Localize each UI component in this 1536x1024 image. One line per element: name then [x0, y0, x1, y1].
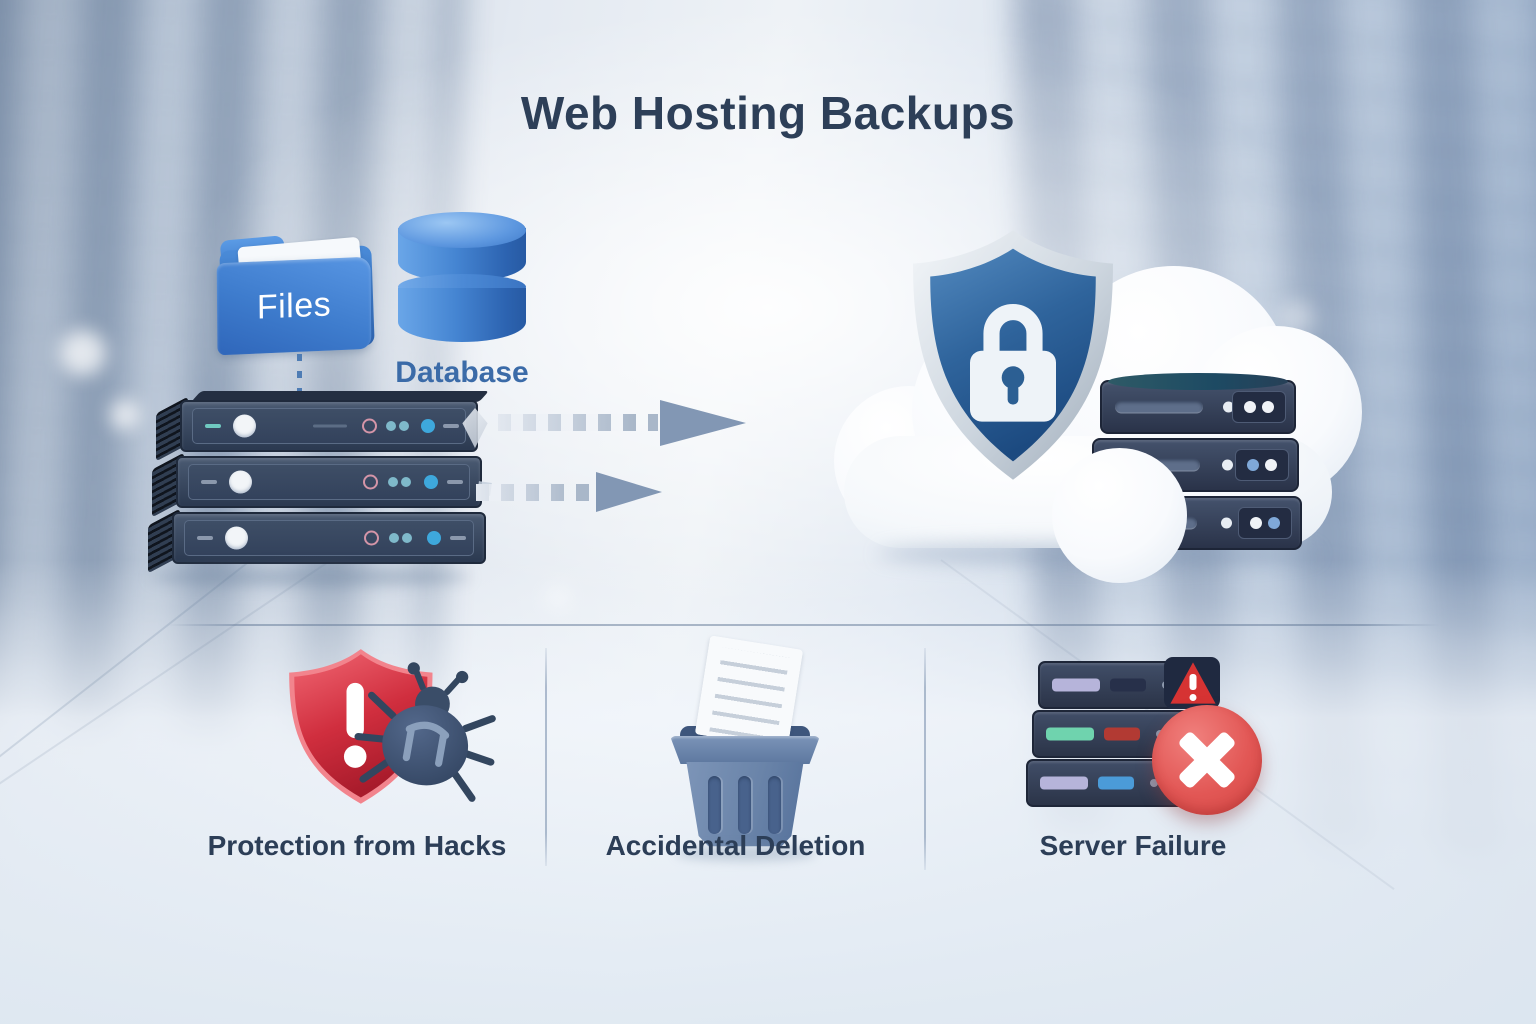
bug-icon	[354, 662, 496, 802]
drive-slot	[312, 424, 347, 428]
backup-server-unit	[1100, 373, 1296, 434]
network-led	[421, 419, 436, 433]
source-server-stack-icon	[148, 390, 489, 576]
arrow-dashes	[498, 414, 658, 431]
trash-shadow	[676, 846, 816, 861]
power-button	[229, 470, 252, 494]
led-pair	[389, 533, 413, 543]
indicator-ring	[361, 418, 377, 434]
status-led	[1221, 459, 1233, 471]
backup-arrow-bottom	[476, 472, 666, 512]
feature-label-deletion: Accidental Deletion	[605, 830, 866, 861]
vent-dash	[197, 536, 213, 540]
trash-slot	[738, 776, 751, 834]
server-glossy-top	[1108, 373, 1288, 390]
database-icon	[398, 212, 526, 350]
trash-document-icon	[662, 635, 828, 861]
network-led	[424, 475, 439, 489]
exclamation-bar	[346, 682, 364, 739]
led-panel	[1238, 507, 1292, 539]
trash-body	[686, 762, 804, 847]
security-shield-lock-icon	[913, 230, 1113, 480]
feature-label-failure: Server Failure	[1039, 830, 1227, 861]
failed-server-x-icon	[1022, 655, 1267, 823]
led-pair	[386, 421, 410, 431]
status-led	[205, 424, 221, 428]
status-led	[1220, 517, 1232, 529]
backup-arrow-top	[498, 400, 748, 446]
server-front-panel	[192, 408, 466, 444]
led-panel	[1232, 391, 1286, 423]
page-title: Web Hosting Backups	[520, 87, 1016, 139]
trash-slot	[768, 776, 781, 834]
server-stack-shadow	[150, 568, 470, 586]
arrow-dashes	[476, 484, 594, 501]
bug-body	[382, 705, 469, 786]
error-x-icon	[1152, 705, 1262, 815]
document-icon	[694, 635, 804, 749]
folder-to-server-dashed-connector	[297, 354, 302, 400]
server-front-panel	[188, 464, 470, 500]
horizontal-divider	[168, 624, 1440, 626]
status-led	[1222, 401, 1234, 413]
server-unit	[152, 452, 482, 518]
vertical-divider-2	[924, 648, 926, 870]
padlock-shackle	[983, 303, 1043, 358]
keyhole	[1001, 366, 1025, 389]
bug-marking	[402, 721, 450, 767]
vent-dash	[201, 480, 217, 484]
files-folder-icon: Files	[215, 235, 380, 356]
drive-slot	[1115, 400, 1204, 414]
network-led	[426, 531, 441, 545]
database-top	[398, 212, 526, 248]
server-front-panel	[184, 520, 474, 556]
red-shield-bug-icon	[289, 649, 496, 804]
arrow-head	[596, 472, 662, 512]
indicator-ring	[363, 530, 379, 546]
server-unit	[148, 508, 486, 574]
server-bar	[1046, 727, 1094, 741]
power-button	[225, 526, 248, 550]
trash-rim	[670, 736, 820, 764]
server-unit	[156, 391, 489, 462]
led-pair	[387, 477, 411, 487]
files-label: Files	[256, 284, 332, 327]
feature-label-protection: Protection from Hacks	[207, 830, 507, 861]
server-bar	[1098, 776, 1134, 790]
trash-slot	[708, 776, 721, 834]
arrow-head	[660, 400, 746, 446]
server-bar	[1040, 776, 1088, 790]
exclamation-dot	[343, 745, 367, 768]
vent-dash	[446, 480, 463, 484]
indicator-ring	[362, 474, 378, 490]
server-bar	[1110, 678, 1146, 692]
vent-dash	[443, 424, 460, 428]
database-label: Database	[395, 356, 529, 389]
vertical-divider-1	[545, 648, 547, 866]
folder-front: Files	[216, 256, 372, 356]
vent-dash	[449, 536, 466, 540]
database-segment	[398, 288, 526, 342]
power-button	[233, 414, 256, 438]
server-bar	[1104, 727, 1140, 741]
cloud-front-lobe	[1052, 448, 1187, 583]
led-panel	[1235, 449, 1289, 481]
server-bar	[1052, 678, 1100, 692]
